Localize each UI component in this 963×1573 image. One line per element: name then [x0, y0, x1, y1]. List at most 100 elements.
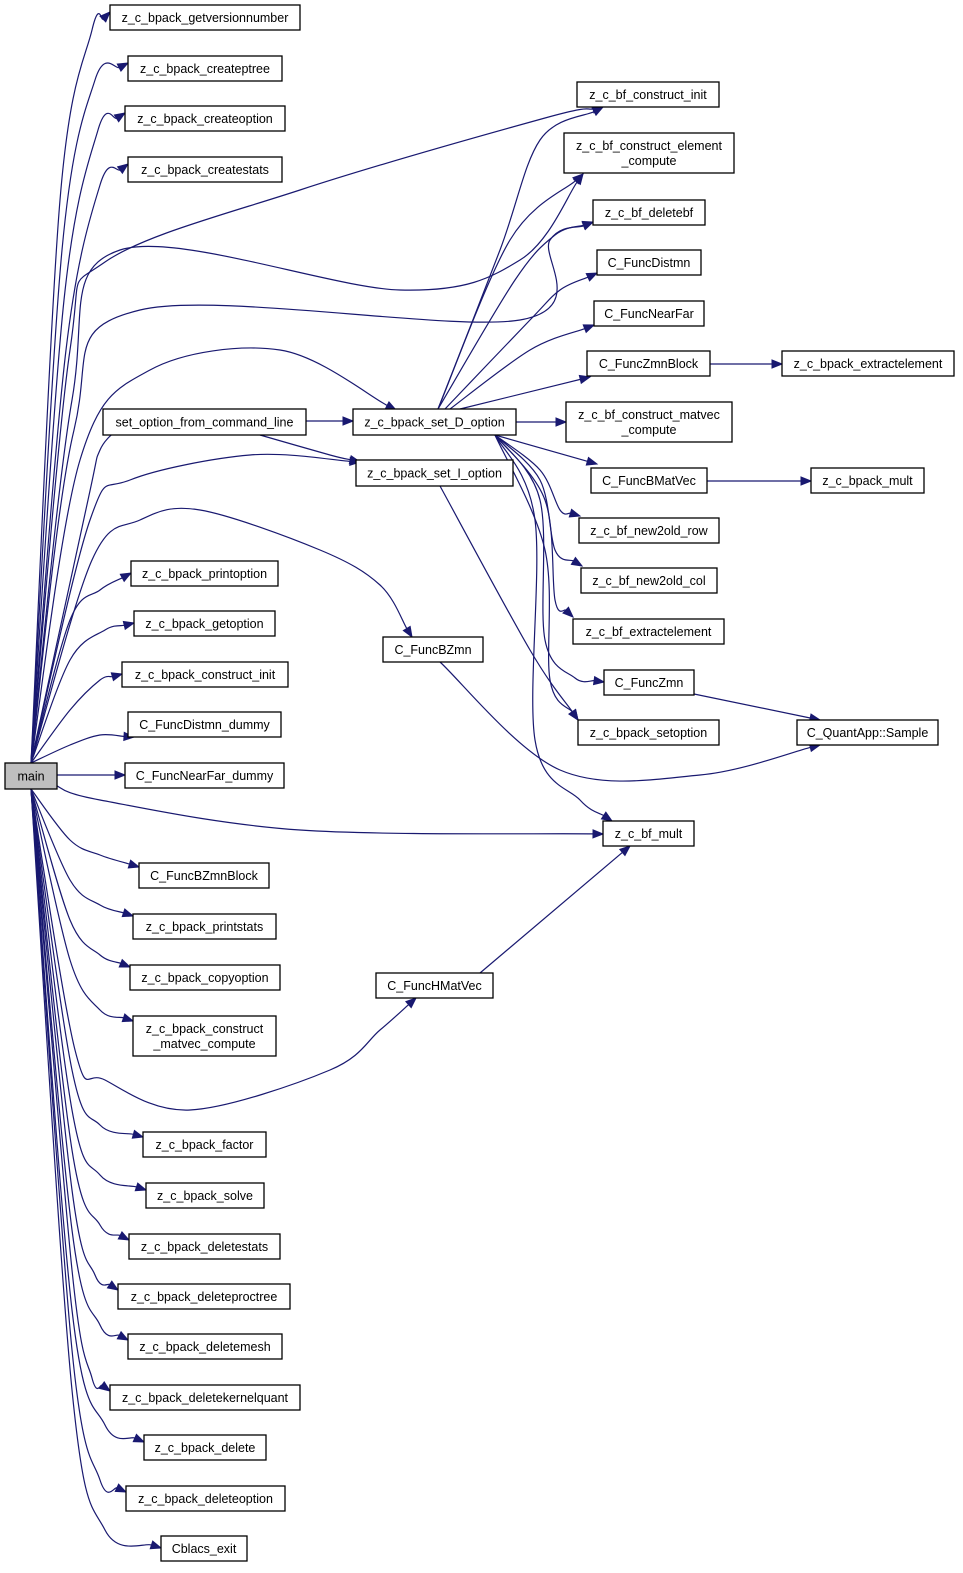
node-deletemesh[interactable]: z_c_bpack_deletemesh [127, 1333, 283, 1360]
edge-set_D-to-bf_mult [494, 434, 604, 817]
edge-main-to-deleteoption [30, 788, 118, 1493]
edge-main-to-createptree [30, 62, 120, 764]
node-createstats[interactable]: z_c_bpack_createstats [127, 156, 283, 183]
arrowhead-set_D-to-bf_construct_init [591, 106, 605, 117]
node-box [128, 1233, 281, 1260]
node-funcdistmn[interactable]: C_FuncDistmn [596, 249, 702, 276]
node-box [130, 560, 279, 587]
arrowhead-main-to-bf_mult [592, 829, 605, 839]
node-bpack_extractelement[interactable]: z_c_bpack_extractelement [781, 350, 955, 377]
node-bf_construct_init[interactable]: z_c_bf_construct_init [576, 81, 720, 108]
node-distmn_dummy[interactable]: C_FuncDistmn_dummy [127, 711, 282, 738]
node-bf_deletebf[interactable]: z_c_bf_deletebf [592, 199, 706, 226]
node-bf_construct_matvec[interactable]: z_c_bf_construct_matvec_compute [565, 401, 733, 443]
edge-main-to-printoption [30, 577, 123, 764]
node-funczmn[interactable]: C_FuncZmn [603, 669, 695, 696]
node-funczmnblock[interactable]: C_FuncZmnBlock [586, 350, 711, 377]
node-construct_init[interactable]: z_c_bpack_construct_init [121, 661, 289, 688]
arrowhead-set_D-to-funczmnblock [578, 374, 592, 385]
node-cblacs_exit[interactable]: Cblacs_exit [160, 1535, 248, 1562]
node-getoption[interactable]: z_c_bpack_getoption [133, 610, 276, 637]
edge-main-to-printstats [30, 788, 124, 914]
node-box [127, 55, 283, 82]
edge-set_D-to-funczmnblock [459, 378, 581, 410]
edge-main-to-getoption [30, 624, 125, 764]
node-quantapp_sample[interactable]: C_QuantApp::Sample [796, 719, 939, 746]
arrowhead-main-to-factor [131, 1129, 145, 1139]
edge-main-to-bzmnblock [30, 788, 130, 865]
node-funcbzmn[interactable]: C_FuncBZmn [382, 636, 484, 663]
node-box [796, 719, 939, 746]
node-box [133, 610, 276, 637]
arrowhead-set_D-to-bf_construct_matvec [555, 417, 568, 427]
arrowhead-main-to-funcbzmn [402, 625, 413, 639]
node-deleteoption[interactable]: z_c_bpack_deleteoption [125, 1485, 286, 1512]
node-bpack_mult[interactable]: z_c_bpack_mult [810, 467, 925, 494]
arrowhead-main-to-printoption [119, 572, 133, 583]
node-set_option[interactable]: set_option_from_command_line [102, 408, 307, 436]
node-solve[interactable]: z_c_bpack_solve [145, 1182, 265, 1209]
node-label: z_c_bf_deletebf [605, 206, 694, 220]
arrowhead-main-to-funchmatvec [405, 997, 418, 1009]
edge-main-to-copyoption [30, 788, 121, 964]
node-box [132, 1015, 277, 1057]
arrowhead-main-to-copyoption [118, 958, 132, 968]
node-label: C_FuncDistmn [608, 256, 691, 270]
node-label: z_c_bf_new2old_row [590, 524, 708, 538]
node-box [586, 350, 711, 377]
node-bf_new2old_row[interactable]: z_c_bf_new2old_row [578, 517, 720, 544]
arrowhead-main-to-getoption [122, 620, 136, 631]
node-printstats[interactable]: z_c_bpack_printstats [132, 913, 277, 940]
arrowhead-set_D-to-bf_mult [600, 811, 614, 822]
node-bf_construct_element[interactable]: z_c_bf_construct_element_compute [563, 132, 735, 174]
arrowhead-funchmatvec-to-bf_mult [618, 845, 632, 857]
node-deletestats[interactable]: z_c_bpack_deletestats [128, 1233, 281, 1260]
node-label: _matvec_compute [152, 1037, 255, 1051]
node-getversionnumber[interactable]: z_c_bpack_getversionnumber [109, 4, 301, 31]
node-copyoption[interactable]: z_c_bpack_copyoption [129, 964, 281, 991]
node-createptree[interactable]: z_c_bpack_createptree [127, 55, 283, 82]
node-box [117, 1283, 291, 1310]
edge-main-to-bf_construct_init [30, 108, 594, 764]
node-printoption[interactable]: z_c_bpack_printoption [130, 560, 279, 587]
node-label: Cblacs_exit [172, 1542, 237, 1556]
node-bf_new2old_col[interactable]: z_c_bf_new2old_col [580, 567, 718, 594]
node-main[interactable]: main [4, 762, 58, 790]
edge-main-to-funcbzmn [30, 507, 408, 764]
node-label: z_c_bpack_deletestats [141, 1240, 268, 1254]
node-label: C_FuncBZmnBlock [150, 869, 258, 883]
node-box [121, 661, 289, 688]
node-box [125, 1485, 286, 1512]
node-deleteproctree[interactable]: z_c_bpack_deleteproctree [117, 1283, 291, 1310]
node-funcnearfar[interactable]: C_FuncNearFar [593, 300, 705, 327]
node-set_I[interactable]: z_c_bpack_set_I_option [355, 459, 514, 487]
node-construct_matvec[interactable]: z_c_bpack_construct_matvec_compute [132, 1015, 277, 1057]
node-bzmnblock[interactable]: C_FuncBZmnBlock [138, 862, 270, 889]
node-box [576, 81, 720, 108]
node-label: z_c_bpack_copyoption [141, 971, 268, 985]
node-box [592, 199, 706, 226]
node-label: C_FuncNearFar [604, 307, 694, 321]
node-box [590, 467, 708, 494]
node-createoption[interactable]: z_c_bpack_createoption [124, 105, 286, 132]
node-nearfar_dummy[interactable]: C_FuncNearFar_dummy [124, 762, 285, 789]
node-box [160, 1535, 248, 1562]
node-funcbmatvec[interactable]: C_FuncBMatVec [590, 467, 708, 494]
node-box [375, 972, 494, 999]
node-label: z_c_bpack_mult [822, 474, 913, 488]
arrowhead-main-to-getversionnumber [99, 11, 111, 23]
node-bf_mult[interactable]: z_c_bf_mult [602, 820, 695, 847]
edge-main-to-deletekernelquant [30, 788, 103, 1389]
node-box [129, 964, 281, 991]
node-bpack_delete[interactable]: z_c_bpack_delete [143, 1434, 267, 1461]
edge-set_D-to-bf_new2old_row [494, 434, 571, 515]
node-set_D[interactable]: z_c_bpack_set_D_option [352, 408, 517, 436]
node-funchmatvec[interactable]: C_FuncHMatVec [375, 972, 494, 999]
node-bpack_setoption[interactable]: z_c_bpack_setoption [577, 719, 720, 746]
node-deletekernelquant[interactable]: z_c_bpack_deletekernelquant [109, 1384, 301, 1411]
node-bf_extractelement[interactable]: z_c_bf_extractelement [572, 618, 725, 645]
edge-funchmatvec-to-bf_mult [479, 852, 623, 974]
node-factor[interactable]: z_c_bpack_factor [142, 1131, 267, 1158]
edge-set_D-to-funczmn [494, 434, 595, 683]
